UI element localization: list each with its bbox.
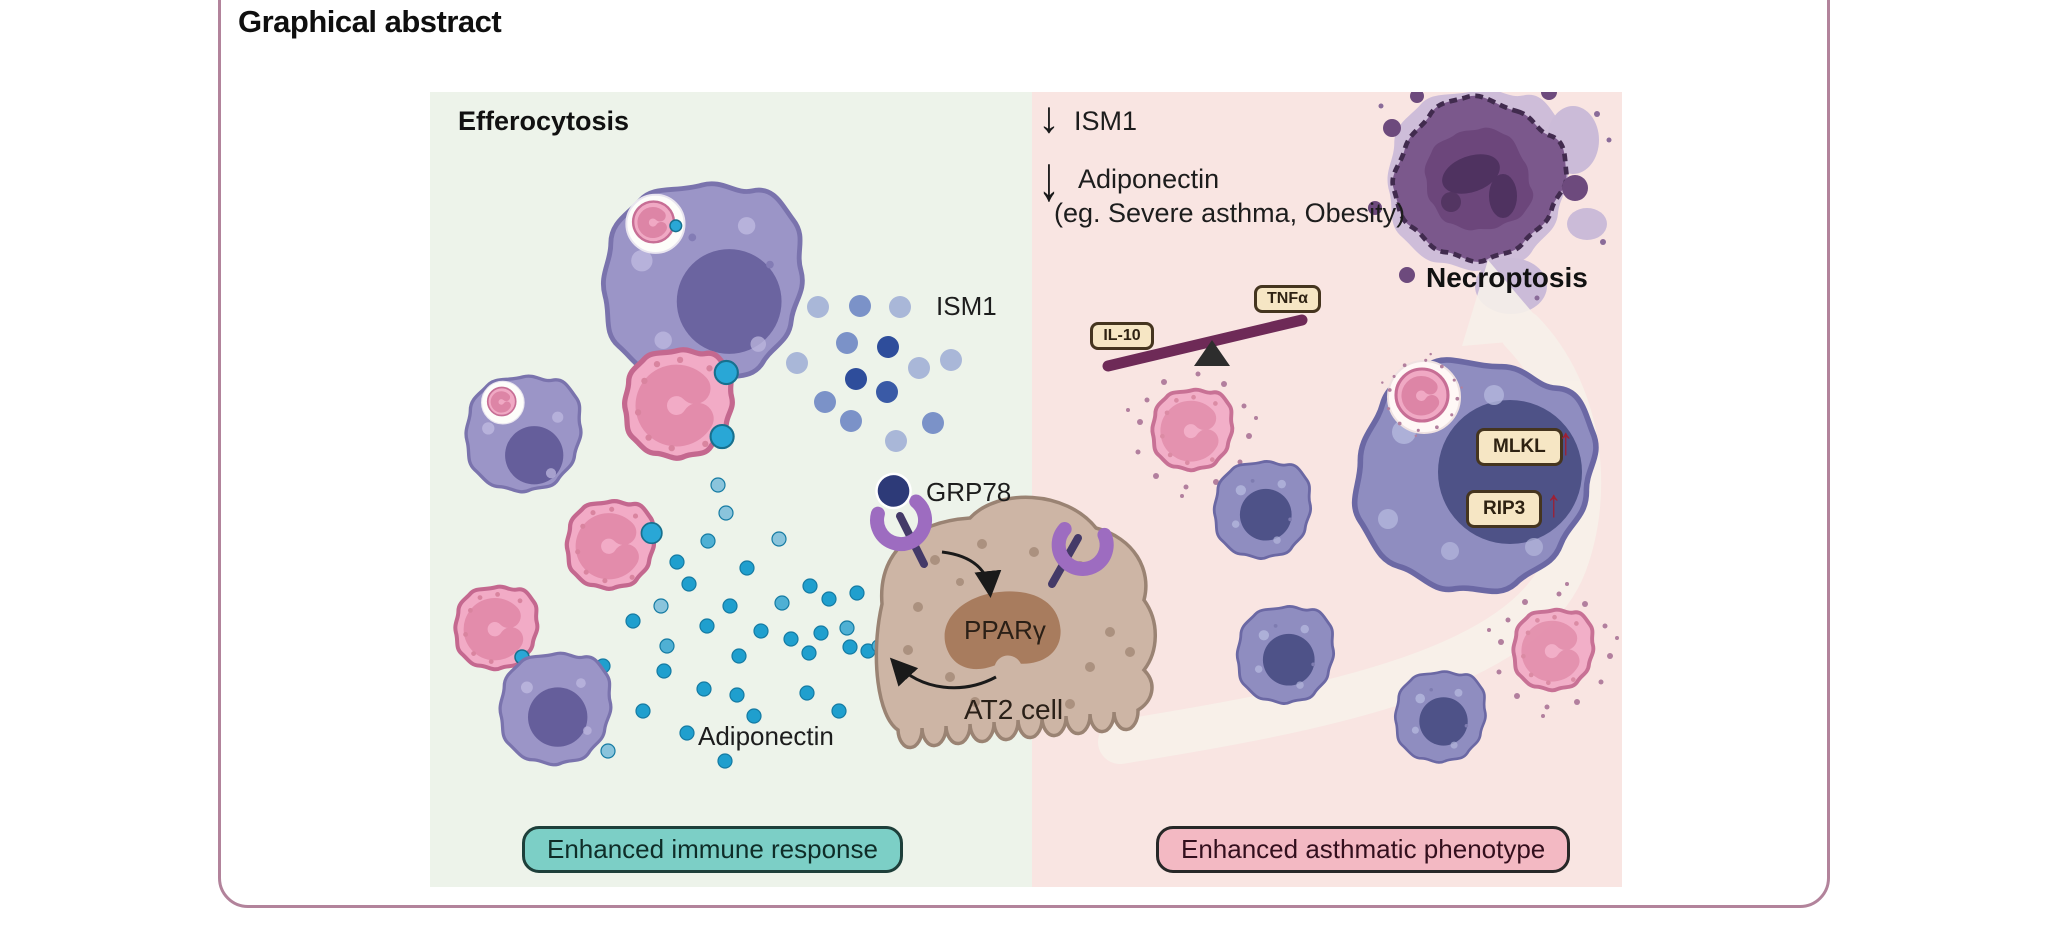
eosinophil-icon — [625, 350, 738, 458]
ism1-label: ISM1 — [936, 291, 997, 321]
figure-artwork — [430, 92, 1619, 769]
immune-response-badge: Enhanced immune response — [522, 826, 903, 873]
il10-chip: IL-10 — [1090, 322, 1154, 350]
down-arrow-icon: ↓ — [1038, 93, 1060, 142]
macrophage-icon — [1395, 672, 1485, 763]
macrophage-efferocytosis-icon — [464, 374, 583, 494]
adiponectin-label: Adiponectin — [698, 721, 834, 751]
abstract-frame — [218, 0, 1830, 908]
decreased-ism1-label: ISM1 — [1074, 106, 1138, 136]
macrophage-efferocytosis-icon — [603, 184, 802, 384]
at2-cell-icon — [874, 495, 1157, 750]
signal-arrow-icon — [941, 550, 1002, 598]
grp78-label: GRP78 — [926, 477, 1012, 507]
graphical-abstract-figure: Efferocytosis ISM1 GRP78 PPARγ AT2 cell … — [430, 92, 1622, 887]
tnfa-chip: TNFα — [1254, 285, 1321, 313]
up-arrow-icon: ↑ — [1546, 481, 1562, 526]
necroptosis-label: Necroptosis — [1426, 262, 1588, 293]
grp78-receptor-icon — [870, 472, 933, 568]
up-arrow-icon: ↑ — [1558, 419, 1574, 464]
condition-note-label: (eg. Severe asthma, Obesity) — [1054, 198, 1406, 228]
page-title: Graphical abstract — [238, 4, 502, 39]
asthmatic-phenotype-badge: Enhanced asthmatic phenotype — [1156, 826, 1571, 873]
mlkl-chip: MLKL — [1476, 428, 1563, 466]
eosinophil-icon — [567, 501, 662, 589]
efferocytosis-label: Efferocytosis — [458, 106, 630, 136]
at2-cell-label: AT2 cell — [964, 694, 1064, 725]
ism1-dots-icon — [786, 295, 962, 452]
ppargamma-label: PPARγ — [964, 615, 1046, 645]
grp78-receptor-icon — [1048, 522, 1114, 588]
macrophage-icon — [1214, 461, 1310, 558]
secretion-arrow-icon — [889, 657, 997, 690]
cytokine-seesaw-icon — [1102, 314, 1308, 372]
decreased-adiponectin-label: Adiponectin — [1078, 164, 1220, 194]
rip3-chip: RIP3 — [1466, 490, 1543, 528]
down-arrow-icon: ↓ — [1038, 143, 1060, 215]
macrophage-icon — [498, 651, 613, 767]
macrophage-icon — [1237, 606, 1333, 703]
